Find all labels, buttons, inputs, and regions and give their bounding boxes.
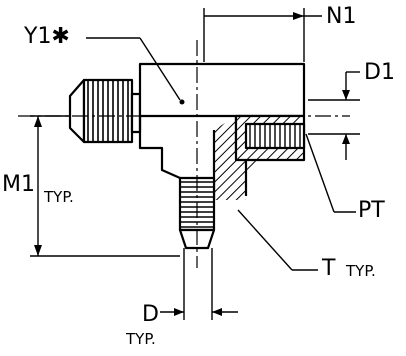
dimension-lines <box>30 8 360 320</box>
m1-label: M1 <box>2 172 35 197</box>
fitting-body <box>68 62 306 250</box>
centerlines <box>18 40 350 268</box>
n1-label: N1 <box>326 4 357 29</box>
t-label: T <box>322 256 336 281</box>
left-thread-lines <box>87 80 129 142</box>
d-typ-label: TYP. <box>126 330 156 348</box>
m1-typ-label: TYP. <box>44 188 74 206</box>
d1-label: D1 <box>364 60 395 85</box>
t-typ-label: TYP. <box>346 262 376 280</box>
d-label: D <box>142 302 159 327</box>
pipe-thread-lines <box>249 124 301 148</box>
pt-label: PT <box>358 198 385 223</box>
y1-label: Y1✱ <box>24 24 70 49</box>
